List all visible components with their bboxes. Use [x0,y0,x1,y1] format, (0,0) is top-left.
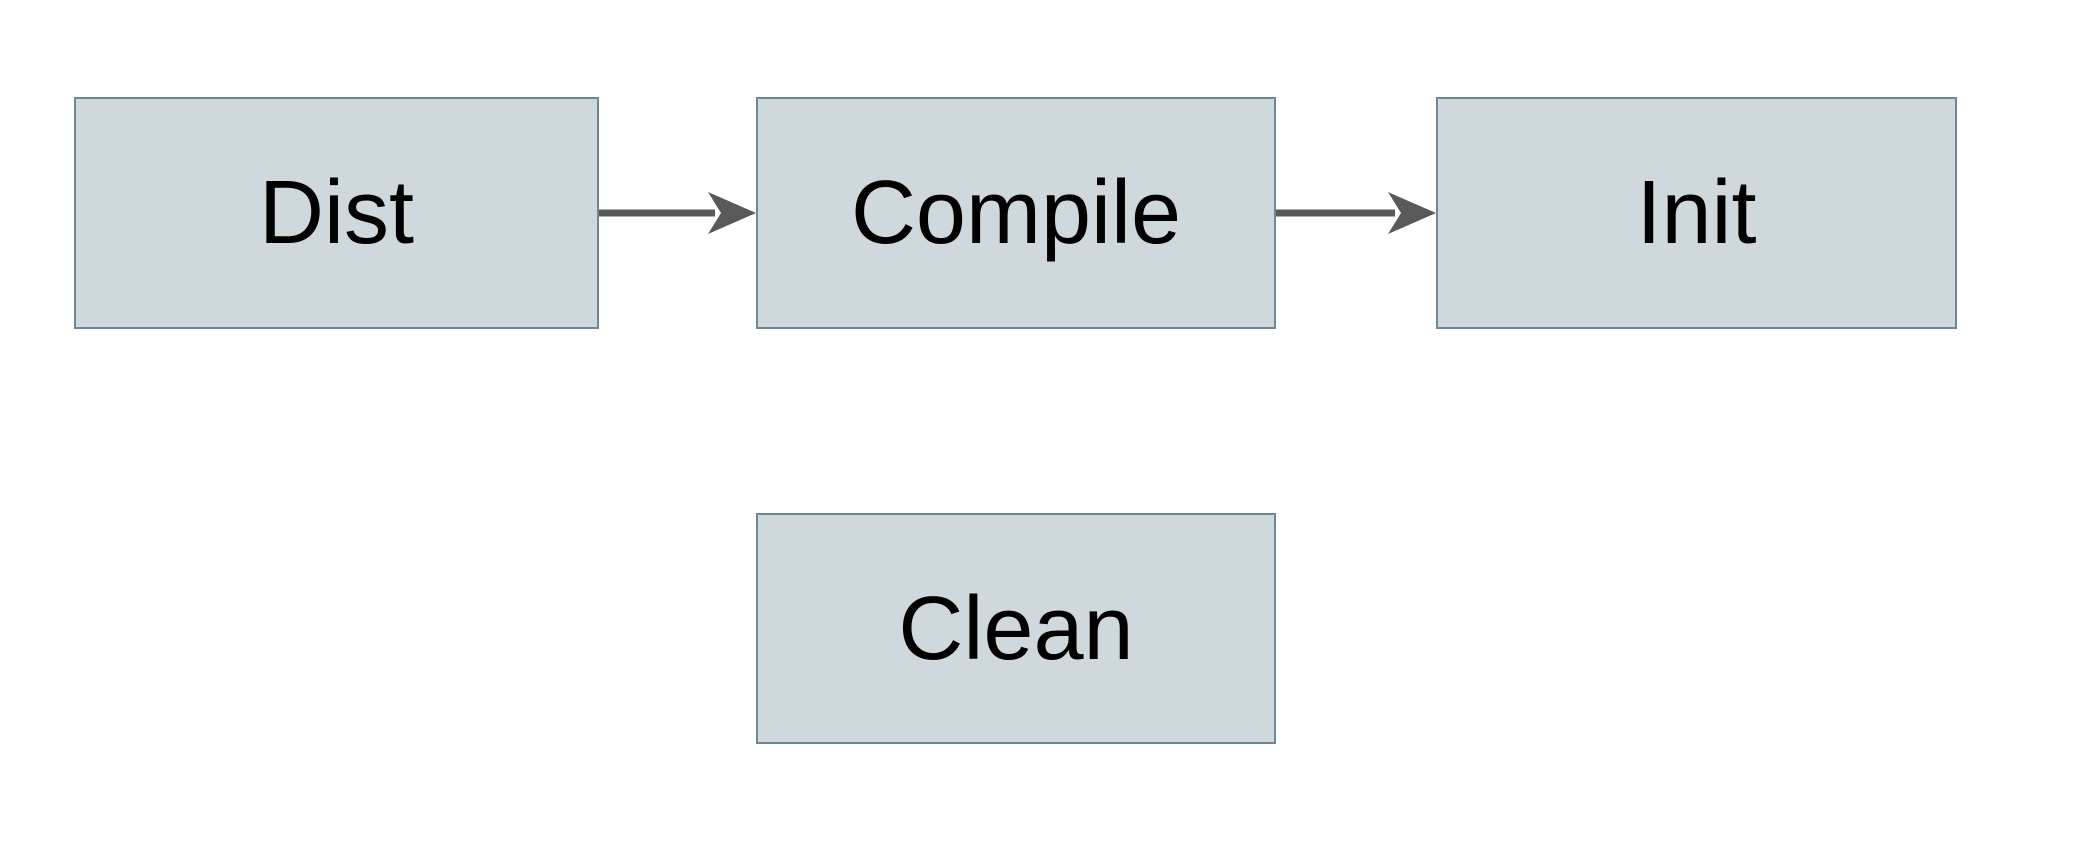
node-clean: Clean [756,513,1276,744]
node-dist-label: Dist [259,163,414,263]
node-init-label: Init [1636,163,1757,263]
node-compile: Compile [756,97,1276,329]
node-clean-label: Clean [898,578,1134,679]
node-compile-label: Compile [850,163,1182,263]
node-init: Init [1436,97,1957,329]
arrow-dist-to-compile-icon [599,192,756,234]
node-dist: Dist [74,97,599,329]
arrow-compile-to-init-icon [1276,192,1436,234]
